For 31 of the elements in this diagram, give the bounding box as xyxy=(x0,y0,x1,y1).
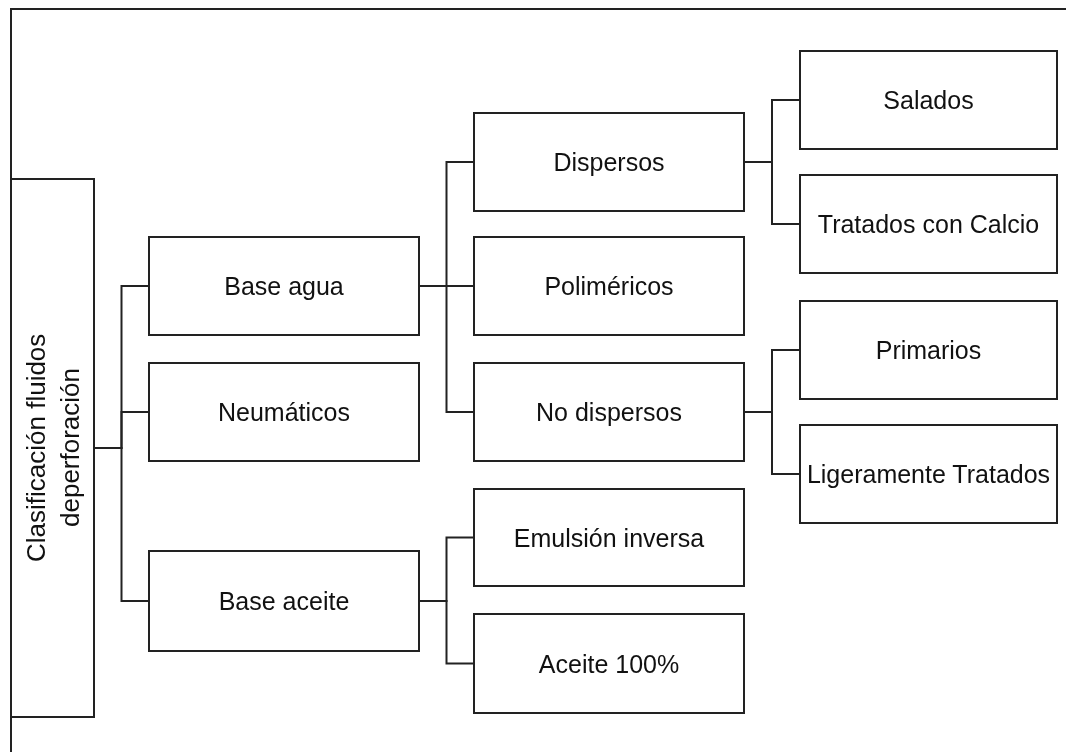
connector-line xyxy=(94,447,149,602)
box-label: Emulsión inversa xyxy=(512,522,706,554)
box-label: Base aceite xyxy=(217,586,351,617)
category-box xyxy=(799,300,1058,400)
connector-line xyxy=(419,600,474,665)
box-label: Salados xyxy=(882,85,975,116)
category-box xyxy=(473,488,745,587)
box-label: Neumáticos xyxy=(217,397,351,428)
category-box xyxy=(473,236,745,336)
box-label: Tratados con Calcio xyxy=(816,209,1041,240)
category-box xyxy=(148,362,420,462)
category-box xyxy=(799,424,1058,524)
box-label: Dispersos xyxy=(552,147,666,178)
connector-line xyxy=(419,285,474,413)
category-box xyxy=(148,236,420,336)
category-box xyxy=(473,613,745,714)
box-label: No dispersos xyxy=(535,397,683,428)
category-box xyxy=(148,550,420,652)
box-label: Base agua xyxy=(223,271,345,302)
category-box xyxy=(799,174,1058,274)
box-label: Aceite 100% xyxy=(537,648,681,680)
box-label: Ligeramente Tratados xyxy=(805,459,1052,490)
root-box xyxy=(10,178,95,718)
category-box xyxy=(473,362,745,462)
box-label: Primarios xyxy=(874,335,983,366)
box-label: Poliméricos xyxy=(543,271,675,302)
category-box xyxy=(473,112,745,212)
connector-line xyxy=(744,161,800,225)
category-box xyxy=(799,50,1058,150)
box-label: Clasificación fluidos deperforación xyxy=(19,332,86,565)
connector-line xyxy=(744,411,800,475)
